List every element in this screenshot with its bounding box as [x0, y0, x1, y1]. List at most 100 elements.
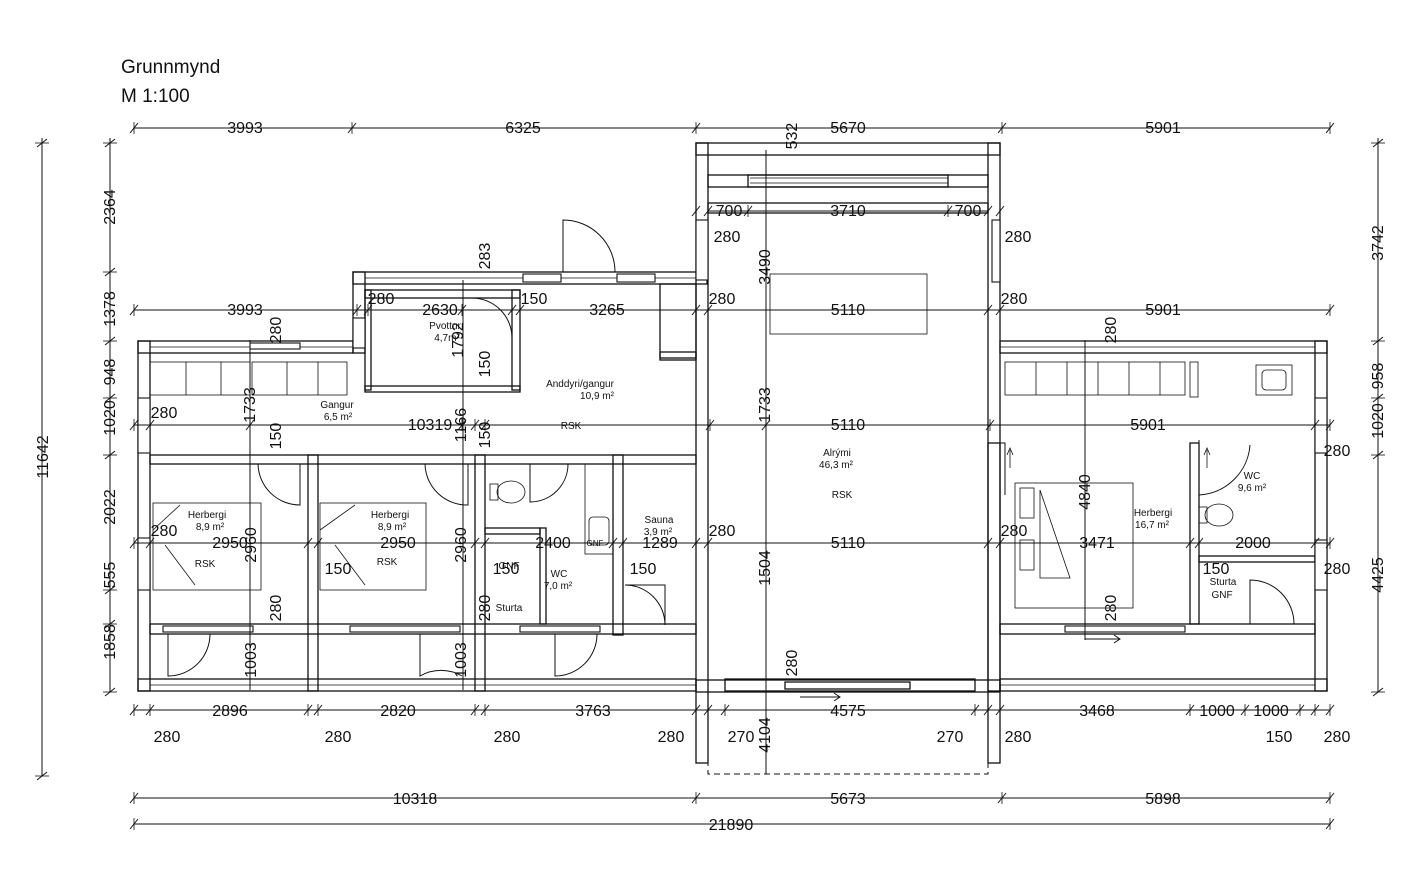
dim-total-2: 5673 — [830, 791, 866, 808]
dim-l-6: 555 — [102, 562, 119, 589]
room-labels: Pvottur 4,7m² Anddyri/gangur 10,9 m² RSK… — [188, 321, 1267, 614]
room-herbergi2-name: Herbergi — [371, 510, 409, 521]
drawing-scale: M 1:100 — [121, 86, 190, 107]
dim-r-1: 3742 — [1370, 225, 1387, 261]
dim-l-7: 1858 — [102, 624, 119, 660]
dim-r3-6: 3471 — [1079, 535, 1115, 552]
room-wc1-area: 7,0 m² — [544, 581, 573, 592]
dimension-text-left: 11642 2364 1378 948 1020 2022 555 1858 — [35, 189, 119, 660]
dim-280-h: 280 — [151, 405, 178, 422]
room-wc2-gnf: GNF — [1211, 590, 1232, 601]
dim-r2-5: 5901 — [1130, 417, 1166, 434]
dim-280-n: 280 — [268, 595, 285, 622]
room-sauna-area: 3,9 m² — [644, 527, 673, 538]
dimension-text-row2: 280 10319 1166 150 5110 5901 1733 1733 1… — [151, 387, 1351, 510]
dim-r2-2: 1166 — [453, 408, 470, 443]
dim-280-f: 280 — [268, 317, 285, 344]
room-herbergi1-name: Herbergi — [188, 510, 226, 521]
dim-280-m: 280 — [1324, 561, 1351, 578]
dim-l-3: 948 — [102, 359, 119, 386]
dim-r1-1: 3993 — [227, 302, 263, 319]
dim-280-g: 280 — [1103, 317, 1120, 344]
drawing-title: Grunnmynd — [121, 57, 221, 78]
dim-r-3: 1020 — [1370, 403, 1387, 439]
dim-bw-7: 280 — [1005, 729, 1032, 746]
dim-4840: 4840 — [1077, 474, 1094, 510]
dimension-text-right: 3742 958 1020 4425 — [1370, 225, 1387, 593]
dim-left-total: 11642 — [35, 435, 52, 478]
dim-bw-5: 270 — [728, 729, 755, 746]
windows — [137, 219, 1328, 633]
room-anddyri-note: RSK — [561, 421, 582, 432]
dim-total-3: 5898 — [1145, 791, 1181, 808]
room-herbergi3-name: Herbergi — [1134, 508, 1172, 519]
dim-1792: 1792 — [450, 322, 467, 358]
room-anddyri-area: 10,9 m² — [580, 391, 615, 402]
dim-b-5: 3468 — [1079, 703, 1115, 720]
room-gangur-area: 6,5 m² — [324, 412, 353, 423]
dim-r2-1: 10319 — [408, 417, 453, 434]
dim-l-4: 1020 — [102, 400, 119, 436]
dim-4104: 1504 — [757, 550, 774, 586]
dim-r3-4: 1289 — [642, 535, 678, 552]
dim-bw-8: 150 — [1266, 729, 1293, 746]
dimension-lines — [35, 122, 1385, 830]
dim-532: 532 — [784, 123, 801, 150]
doors — [167, 219, 1295, 677]
dim-overall: 21890 — [709, 817, 754, 834]
room-wc1-gnf: GNF — [498, 561, 519, 572]
dim-r3-5: 5110 — [831, 535, 866, 552]
dim-r2-4: 5110 — [831, 417, 866, 434]
dim-bw-6: 270 — [937, 729, 964, 746]
dim-top-1: 3993 — [227, 120, 263, 137]
dim-280-e: 280 — [1001, 291, 1028, 308]
dim-283: 283 — [477, 243, 494, 270]
dim-150-c: 150 — [268, 423, 285, 450]
dim-280-l: 280 — [1001, 523, 1028, 540]
dim-r1-4: 5110 — [831, 302, 866, 319]
dim-r1-3: 3265 — [589, 302, 625, 319]
dim-l-5: 2022 — [102, 489, 119, 525]
room-sauna-name: Sauna — [645, 515, 674, 526]
dim-150-b: 150 — [477, 351, 494, 378]
dim-r-4: 4425 — [1370, 557, 1387, 593]
dim-b-2: 2820 — [380, 703, 416, 720]
room-wc1-sturta: Sturta — [496, 603, 523, 614]
dim-2960-a: 2960 — [243, 527, 260, 563]
dim-280-i: 280 — [1324, 443, 1351, 460]
dim-r2-3: 150 — [477, 422, 494, 449]
room-alrymi-name: Alrými — [823, 448, 851, 459]
dim-280-k: 280 — [709, 523, 736, 540]
dim-280-a: 280 — [714, 229, 741, 246]
dim-total-1: 10318 — [393, 791, 438, 808]
dim-r-2: 958 — [1370, 363, 1387, 390]
room-herbergi1-area: 8,9 m² — [196, 522, 225, 533]
dim-280-d: 280 — [709, 291, 736, 308]
dimension-text-row3: 280 2950 2950 2400 1289 280 5110 280 347… — [151, 523, 1351, 678]
dim-3490: 3490 — [757, 249, 774, 285]
dimension-text-row1: 3993 2630 3265 5110 5901 280 150 280 280… — [227, 291, 1181, 377]
dim-bw-3: 280 — [494, 729, 521, 746]
dim-bw-2: 280 — [325, 729, 352, 746]
dim-glass-1: 700 — [716, 203, 743, 220]
dim-top-2: 6325 — [505, 120, 541, 137]
dim-l-2: 1378 — [102, 291, 119, 327]
dim-150-f: 150 — [630, 561, 657, 578]
dim-r3-2: 2950 — [380, 535, 416, 552]
terrace-south — [707, 678, 989, 775]
dim-top-3: 5670 — [830, 120, 866, 137]
dim-b-3: 3763 — [575, 703, 611, 720]
room-sauna-gnf: GNF — [587, 539, 604, 548]
dimension-text-top: 3993 6325 5670 5901 532 — [227, 120, 1181, 149]
dim-1733-a: 1733 — [242, 387, 259, 423]
fixtures — [149, 273, 1293, 609]
dim-280-p: 280 — [1103, 595, 1120, 622]
dim-280-j: 280 — [151, 523, 178, 540]
dim-glass-2: 3710 — [830, 203, 866, 220]
dim-1504: 4104 — [757, 717, 774, 753]
dim-150-d: 150 — [325, 561, 352, 578]
room-anddyri-name: Anddyri/gangur — [546, 379, 614, 390]
room-wc2-sturta: Sturta — [1210, 577, 1237, 588]
dim-bw-1: 280 — [154, 729, 181, 746]
